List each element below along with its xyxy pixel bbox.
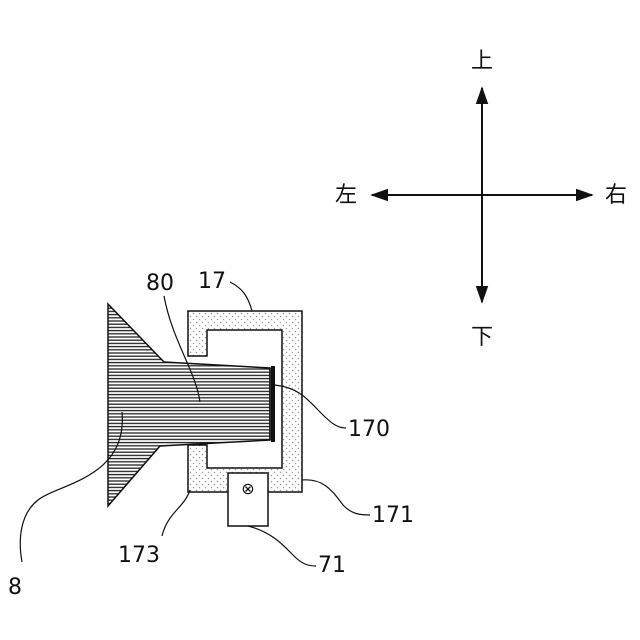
leader-17 bbox=[230, 282, 252, 311]
direction-down-label: 下 bbox=[471, 325, 493, 350]
plate-170 bbox=[271, 366, 275, 442]
label-171: 171 bbox=[372, 503, 414, 528]
leader-71 bbox=[248, 526, 316, 566]
label-80: 80 bbox=[146, 271, 174, 296]
sensor-cross-icon: ⊗ bbox=[241, 479, 254, 498]
label-8: 8 bbox=[8, 575, 22, 600]
sensor-71: ⊗ bbox=[228, 473, 268, 526]
leader-171 bbox=[302, 480, 370, 515]
label-17: 17 bbox=[198, 269, 226, 294]
direction-right-label: 右 bbox=[605, 183, 627, 208]
label-170: 170 bbox=[348, 417, 390, 442]
leader-173 bbox=[162, 490, 190, 536]
label-71: 71 bbox=[318, 553, 346, 578]
direction-up-label: 上 bbox=[471, 49, 493, 74]
direction-left-label: 左 bbox=[335, 183, 357, 208]
direction-indicator: 上 下 左 右 bbox=[335, 49, 627, 350]
label-173: 173 bbox=[118, 543, 160, 568]
leader-8 bbox=[20, 412, 122, 562]
